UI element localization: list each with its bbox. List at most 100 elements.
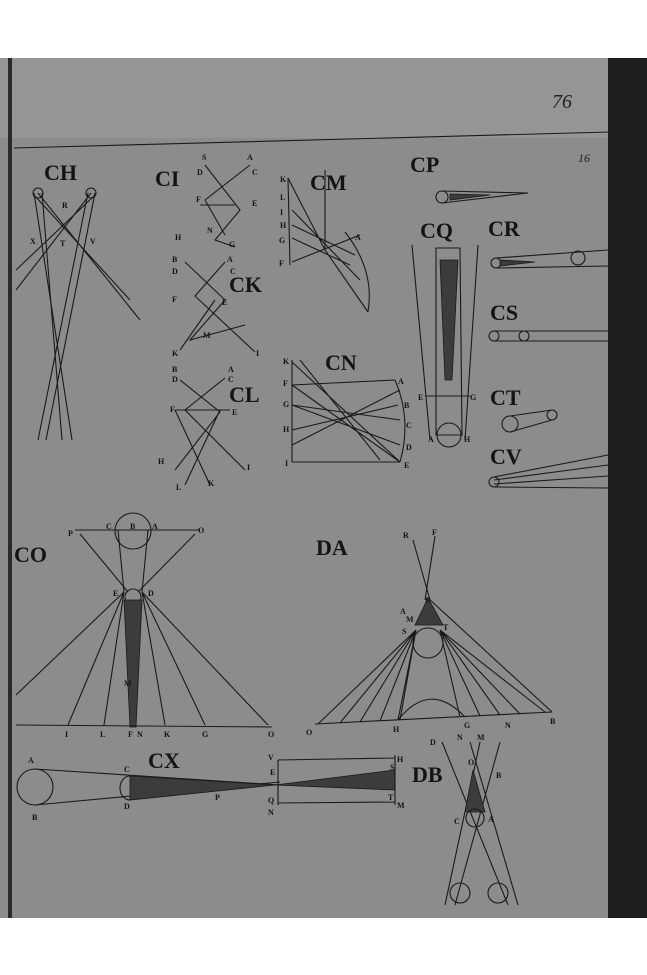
point-label: C bbox=[454, 817, 460, 826]
figure-ci: CI S A D C F E H N G bbox=[155, 153, 258, 249]
point-label: H bbox=[158, 457, 165, 466]
point-label: O bbox=[198, 526, 204, 535]
plate-edge-line bbox=[13, 131, 611, 149]
point-label: K bbox=[164, 730, 171, 739]
figure-cn: CN K F G H I A B C D E bbox=[283, 350, 412, 470]
point-label: D bbox=[197, 168, 203, 177]
point-label: B bbox=[496, 771, 502, 780]
point-label: A bbox=[227, 255, 233, 264]
binding-shadow bbox=[608, 58, 647, 918]
point-label: V bbox=[90, 237, 96, 246]
point-label: D bbox=[430, 738, 436, 747]
point-label: A bbox=[398, 377, 404, 386]
point-label: S bbox=[390, 763, 395, 772]
point-label: P bbox=[68, 529, 73, 538]
point-label: F bbox=[172, 295, 177, 304]
point-label: M bbox=[124, 679, 132, 688]
point-label: B bbox=[32, 813, 38, 822]
point-label: F bbox=[170, 405, 175, 414]
point-label: D bbox=[172, 375, 178, 384]
point-label: C bbox=[252, 168, 258, 177]
point-label: C bbox=[406, 421, 412, 430]
point-label: N bbox=[457, 733, 463, 742]
point-label: E bbox=[404, 461, 409, 470]
point-label: X bbox=[30, 237, 36, 246]
point-label: I bbox=[256, 349, 259, 358]
point-label: H bbox=[397, 755, 404, 764]
point-label: A bbox=[355, 233, 361, 242]
upper-margin bbox=[0, 58, 647, 138]
point-label: H bbox=[464, 435, 471, 444]
point-label: DB bbox=[412, 762, 443, 787]
point-label: A bbox=[247, 153, 253, 162]
point-label: T bbox=[443, 623, 449, 632]
figure-cr: CR bbox=[488, 216, 609, 269]
point-label: F bbox=[283, 379, 288, 388]
point-label: N bbox=[268, 808, 274, 817]
point-label: K bbox=[172, 349, 179, 358]
point-label: R bbox=[403, 531, 409, 540]
point-label: L bbox=[100, 730, 105, 739]
point-label: D bbox=[124, 802, 130, 811]
point-label: N bbox=[207, 226, 213, 235]
point-label: L bbox=[176, 483, 181, 492]
point-label: A bbox=[488, 815, 494, 824]
point-label: C bbox=[106, 522, 112, 531]
point-label: B bbox=[172, 255, 178, 264]
point-label: L bbox=[280, 193, 285, 202]
point-label: H bbox=[283, 425, 290, 434]
point-label: O bbox=[468, 758, 474, 767]
point-label: I bbox=[65, 730, 68, 739]
point-label: O bbox=[306, 728, 312, 737]
point-label: M bbox=[477, 733, 485, 742]
point-label: S bbox=[202, 153, 207, 162]
point-label: F bbox=[279, 259, 284, 268]
point-label: K bbox=[280, 175, 287, 184]
point-label: O bbox=[268, 730, 274, 739]
figure-cl: CL B A D C F E H I L K bbox=[158, 365, 260, 492]
point-label: E bbox=[425, 596, 430, 605]
point-label: H bbox=[393, 725, 400, 734]
figure-cv: CV bbox=[488, 444, 609, 489]
point-label: P bbox=[215, 793, 220, 802]
point-label: N bbox=[137, 730, 143, 739]
point-label: M bbox=[397, 801, 405, 810]
figure-cp: CP bbox=[410, 152, 529, 204]
point-label: G bbox=[229, 240, 235, 249]
point-label: V bbox=[268, 753, 274, 762]
point-label: B bbox=[172, 365, 178, 374]
point-label: A bbox=[28, 756, 34, 765]
point-label: C bbox=[124, 765, 130, 774]
point-label: CR bbox=[488, 216, 521, 241]
point-label: H bbox=[280, 221, 287, 230]
figure-cs: CS bbox=[488, 300, 608, 342]
figure-title: CH bbox=[44, 160, 77, 185]
point-label: CM bbox=[310, 170, 347, 195]
point-label: CI bbox=[155, 166, 179, 191]
figure-ct: CT bbox=[490, 385, 558, 433]
point-label: K bbox=[283, 357, 290, 366]
point-label: R bbox=[62, 201, 68, 210]
point-label: I bbox=[285, 459, 288, 468]
point-label: E bbox=[252, 199, 257, 208]
point-label: C bbox=[228, 375, 234, 384]
point-label: CV bbox=[490, 444, 522, 469]
point-label: F bbox=[128, 730, 133, 739]
point-label: A bbox=[400, 607, 406, 616]
point-label: I bbox=[280, 208, 283, 217]
figure-ch: CH R X T V bbox=[15, 160, 141, 441]
point-label: T bbox=[388, 793, 394, 802]
point-label: T bbox=[60, 239, 66, 248]
point-label: F bbox=[432, 528, 437, 537]
point-label: CT bbox=[490, 385, 521, 410]
figure-db: DB D N M O B C A bbox=[412, 733, 519, 906]
point-label: DA bbox=[316, 535, 348, 560]
point-label: G bbox=[470, 393, 476, 402]
point-label: H bbox=[175, 233, 182, 242]
paper-background bbox=[0, 58, 647, 918]
point-label: G bbox=[283, 400, 289, 409]
left-edge-line bbox=[8, 58, 12, 918]
point-label: CX bbox=[148, 748, 180, 773]
figure-co: CO P C B A O E D M I L F N K G O bbox=[14, 512, 274, 739]
